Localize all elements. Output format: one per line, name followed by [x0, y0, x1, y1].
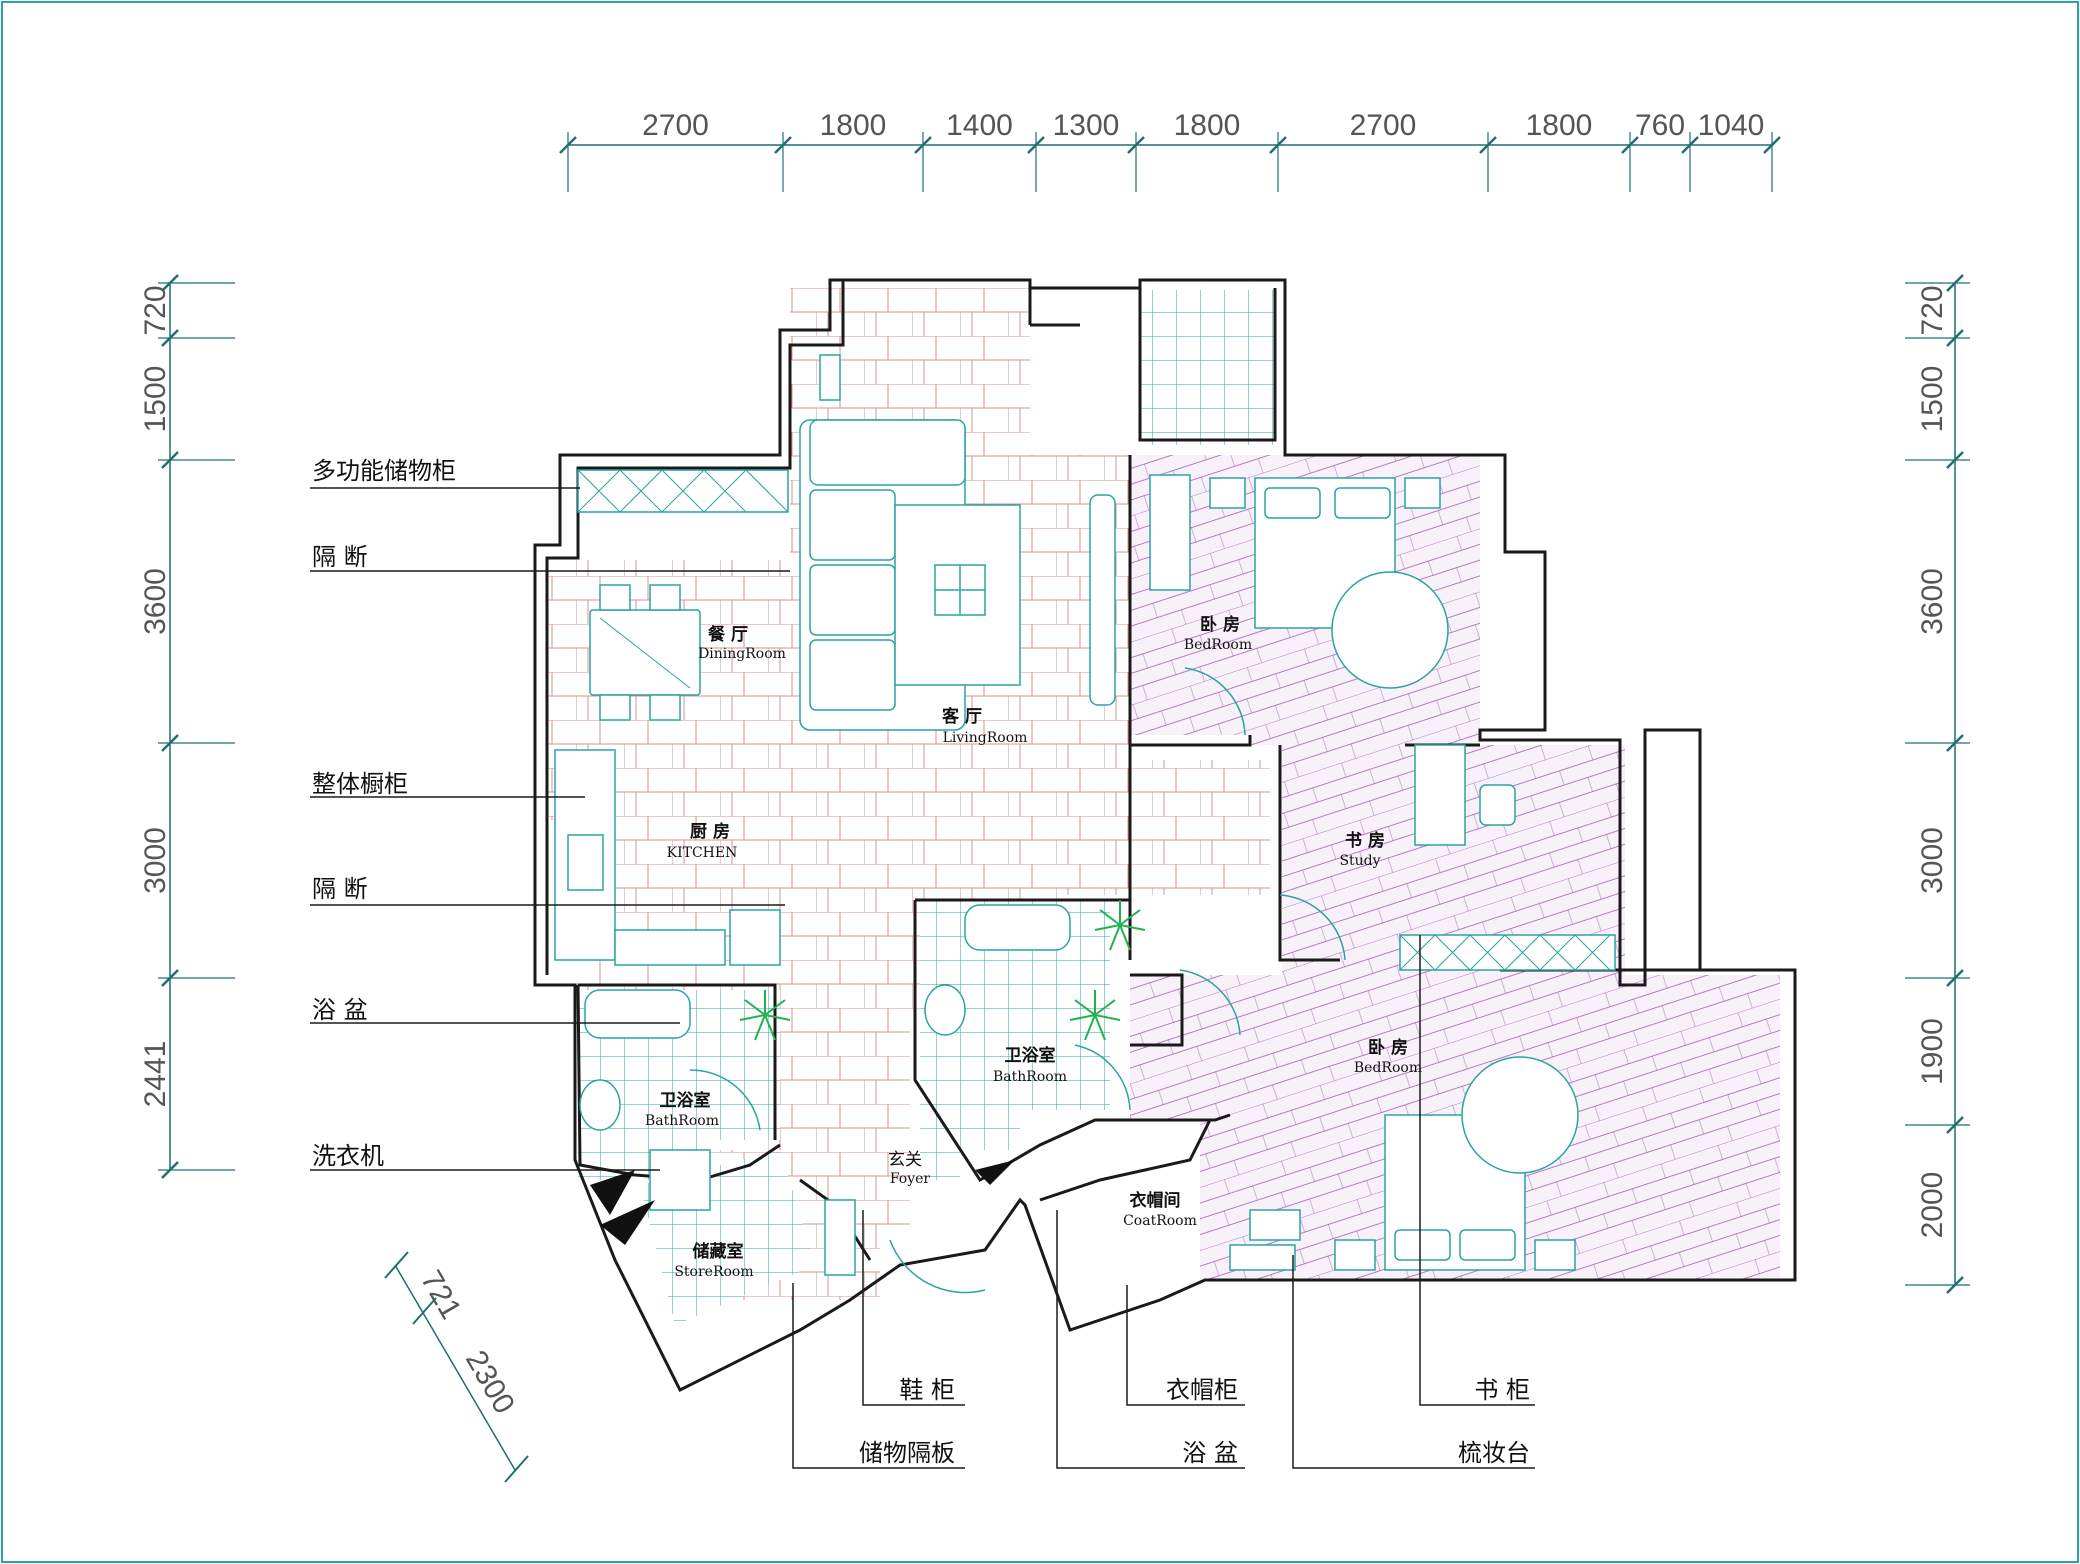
washing-machine: [649, 1149, 711, 1211]
top-dim-label: 2700: [642, 109, 709, 142]
tv-cabinet: [1089, 494, 1116, 706]
left-dim-label: 3000: [139, 827, 172, 894]
room-store-cn: 储藏室: [693, 1241, 744, 1262]
bathtub-mid: [964, 904, 1071, 951]
top-dimension-chain: 2700 1800 1400 1300 1800 2700 1800 760 1040: [559, 109, 1781, 192]
room-bath-mid-cn: 卫浴室: [1005, 1045, 1056, 1066]
room-bath-left-en: BathRoom: [645, 1113, 719, 1129]
room-dining-cn: 餐 厅: [708, 624, 748, 645]
room-bedroom1-en: BedRoom: [1184, 637, 1252, 653]
room-foyer-cn: 玄关: [888, 1150, 922, 1170]
top-dim-label: 1300: [1053, 109, 1120, 142]
doors: [689, 667, 1346, 1294]
room-coat-cn: 衣帽间: [1130, 1190, 1181, 1211]
right-dim-label: 3000: [1916, 827, 1949, 894]
room-living-en: LivingRoom: [943, 730, 1028, 746]
left-dimension-chain: 720 1500 3600 3000 2441: [139, 274, 235, 1179]
bottom-callout-texts: 鞋 柜 储物隔板 衣帽柜 浴 盆 书 柜 梳妆台: [859, 1376, 1530, 1467]
room-bath-mid-en: BathRoom: [993, 1069, 1067, 1085]
room-kitchen-cn: 厨 房: [690, 821, 730, 842]
room-labels: 餐 厅 DiningRoom 客 厅 LivingRoom 厨 房 KITCHE…: [645, 614, 1422, 1280]
dresser: [1249, 1209, 1301, 1241]
angled-dim-2300: 2300: [459, 1345, 521, 1419]
left-dim-label: 720: [139, 285, 172, 335]
bookshelf-bedroom: [1149, 474, 1191, 591]
bottom-callouts: [792, 935, 1535, 1469]
top-dim-label: 1800: [820, 109, 887, 142]
shoe-cabinet: [824, 1199, 856, 1276]
top-dim-label: 1800: [1526, 109, 1593, 142]
label-coat-cabinet: 衣帽柜: [1166, 1376, 1238, 1404]
furniture: [554, 354, 1616, 1276]
bathtub-left: [584, 989, 691, 1039]
right-dim-label: 1900: [1916, 1018, 1949, 1085]
study-desk: [1414, 744, 1466, 846]
storage-and-wardrobe-black-wedges: [590, 1160, 1015, 1245]
room-study-en: Study: [1339, 853, 1380, 869]
label-partition-1: 隔 断: [312, 543, 368, 571]
left-dim-label: 1500: [139, 366, 172, 433]
shelf-plant: [819, 354, 841, 401]
label-partition-2: 隔 断: [312, 875, 368, 903]
label-washing-machine: 洗衣机: [312, 1142, 384, 1170]
top-dim-label: 1800: [1174, 109, 1241, 142]
room-study-cn: 书 房: [1345, 830, 1385, 851]
round-rug-1: [1331, 571, 1449, 689]
label-storage-board: 储物隔板: [859, 1439, 955, 1467]
room-dining-en: DiningRoom: [698, 646, 786, 662]
room-living-cn: 客 厅: [941, 706, 982, 727]
left-dim-label: 2441: [139, 1041, 172, 1108]
room-bedroom2-cn: 卧 房: [1368, 1037, 1408, 1058]
label-bathtub-left: 浴 盆: [312, 996, 368, 1024]
left-callouts: [310, 487, 790, 1171]
room-kitchen-en: KITCHEN: [667, 845, 738, 861]
room-foyer-en: Foyer: [890, 1171, 931, 1187]
top-dim-label: 2700: [1350, 109, 1417, 142]
right-dim-label: 1500: [1916, 366, 1949, 433]
plants: [739, 900, 1146, 1041]
right-dim-label: 720: [1916, 285, 1949, 335]
left-dim-label: 3600: [139, 568, 172, 635]
right-dim-label: 2000: [1916, 1172, 1949, 1239]
room-store-en: StoreRoom: [674, 1264, 753, 1280]
left-callout-texts: 多功能储物柜 隔 断 整体橱柜 隔 断 浴 盆 洗衣机: [312, 457, 456, 1170]
label-dresser: 梳妆台: [1458, 1439, 1530, 1467]
room-bath-left-cn: 卫浴室: [660, 1090, 711, 1111]
label-bookcase: 书 柜: [1474, 1376, 1530, 1404]
top-dim-label: 1400: [946, 109, 1013, 142]
room-bedroom1-cn: 卧 房: [1200, 614, 1240, 635]
label-shoe-cabinet: 鞋 柜: [899, 1376, 955, 1404]
room-bedroom2-en: BedRoom: [1354, 1060, 1422, 1076]
right-dim-label: 3600: [1916, 568, 1949, 635]
label-integrated-cabinet: 整体橱柜: [312, 770, 408, 798]
right-dimension-chain: 720 1500 3600 3000 1900 2000: [1905, 274, 1970, 1294]
bookcase: [1399, 934, 1616, 971]
round-rug-2: [1461, 1056, 1579, 1174]
label-bathtub-mid: 浴 盆: [1182, 1439, 1238, 1467]
room-coat-en: CoatRoom: [1123, 1213, 1197, 1229]
angled-dimension-chain: 721 2300: [384, 1251, 529, 1483]
angled-dim-721: 721: [414, 1265, 468, 1325]
top-dim-label: 760: [1635, 109, 1685, 142]
label-multi-storage-cabinet: 多功能储物柜: [312, 457, 456, 485]
top-dim-label: 1040: [1698, 109, 1765, 142]
